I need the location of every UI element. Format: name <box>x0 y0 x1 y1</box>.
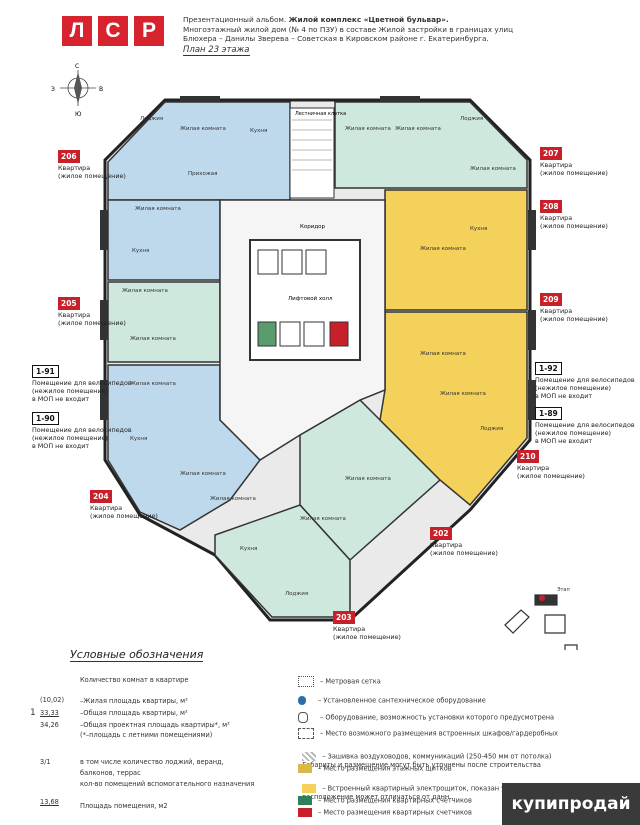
floor-plan: С З В Ю Лифтовой холл <box>51 63 578 650</box>
legend-rooms-count: Количество комнат в квартире <box>80 676 189 684</box>
unit-tag-205[interactable]: 205 Квартира (жилое помещение) <box>58 297 126 327</box>
legend-ratio-1: в том числе количество лоджий, веранд, <box>80 758 224 766</box>
logo-letter: С <box>98 16 128 46</box>
room-label: Жилая комната <box>440 391 486 397</box>
stairs-label: Лестничная клетка <box>295 111 346 117</box>
panel-icon <box>298 764 312 773</box>
logo-letter: Р <box>134 16 164 46</box>
legend-example-rooms: 1 <box>30 708 36 718</box>
room-label: Прихожая <box>188 171 217 177</box>
legend-ratio-2: балконов, террас <box>80 769 141 777</box>
unit-tag-203[interactable]: 203 Квартира (жилое помещение) <box>333 611 401 641</box>
electric-panel-icon <box>302 784 317 793</box>
room-label: Кухня <box>250 128 267 134</box>
key-plan-label: Этап <box>557 587 570 593</box>
room-label: Жилая комната <box>180 126 226 132</box>
watermark: купипродай <box>502 783 640 825</box>
zone-blue <box>107 101 291 531</box>
compass-icon: С З В Ю <box>51 63 103 118</box>
legend-total-area: –Общая площадь квартиры, м² <box>80 709 188 717</box>
wardrobe-icon <box>298 728 314 739</box>
legend-example-v3: 34,26 <box>40 721 59 729</box>
compass-n: С <box>75 63 79 70</box>
legend-item-equipment: – Оборудование, возможность установки ко… <box>298 712 554 723</box>
legend-project-area: –Общая проектная площадь квартиры*, м² <box>80 721 230 729</box>
grid-icon <box>298 676 314 687</box>
compass-e: В <box>99 86 103 93</box>
room-label: Жилая комната <box>130 336 176 342</box>
legend-item-meters-1: – Место размещения квартирных счетчиков <box>298 796 472 805</box>
room-label: Жилая комната <box>130 381 176 387</box>
header-line-3: Блюхера – Данилы Зверева – Советская в К… <box>183 34 489 44</box>
meter-icon <box>298 796 312 805</box>
legend-living-area: –Жилая площадь квартиры, м² <box>80 697 188 705</box>
legend-item-grid: – Метровая сетка <box>298 676 381 687</box>
unit-tag-207[interactable]: 207 Квартира (жилое помещение) <box>540 147 608 177</box>
key-plan: Этап <box>504 587 578 650</box>
room-label: Жилая комната <box>420 351 466 357</box>
room-label: Лоджия <box>460 116 483 122</box>
core: Лифтовой холл Лестничная клетка Коридор <box>219 107 386 461</box>
legend-example-ratio: 3/1 <box>40 758 51 766</box>
room-label: Лоджия <box>140 116 163 122</box>
room-label: Кухня <box>240 546 257 552</box>
meter-icon <box>298 808 312 817</box>
corridor-label: Коридор <box>300 224 326 230</box>
header-line-1: Презентационный альбом. Жилой комплекс «… <box>183 15 449 24</box>
legend-item-floor-panels: – Место размещения этажных щитков <box>298 764 452 773</box>
compass-s: Ю <box>75 111 82 118</box>
room-label: Жилая комната <box>345 476 391 482</box>
legend-ratio-3: кол-во помещений вспомогательного назнач… <box>80 780 255 788</box>
room-label: Жилая комната <box>135 206 181 212</box>
lift-hall-label: Лифтовой холл <box>288 295 333 302</box>
room-label: Лоджия <box>480 426 503 432</box>
unit-tag-204[interactable]: 204 Квартира (жилое помещение) <box>90 490 158 520</box>
bike-room-1-91[interactable]: 1-91 Помещение для велосипедов (нежилое … <box>32 365 132 403</box>
room-label: Жилая комната <box>470 166 516 172</box>
washer-icon <box>298 712 308 723</box>
toilet-icon <box>298 696 306 705</box>
duct-icon <box>302 752 317 761</box>
room-label: Кухня <box>132 248 149 254</box>
plan-title: План 23 этажа <box>183 44 250 57</box>
room-label: Жилая комната <box>345 126 391 132</box>
room-label: Жилая комната <box>210 496 256 502</box>
room-label: Жилая комната <box>300 516 346 522</box>
legend-item-meters-2: – Место размещения квартирных счетчиков <box>298 808 472 817</box>
lsr-logo: Л С Р <box>62 16 164 46</box>
room-label: Жилая комната <box>420 246 466 252</box>
room-label: Жилая комната <box>180 471 226 477</box>
bike-room-1-90[interactable]: 1-90 Помещение для велосипедов (нежилое … <box>32 412 132 450</box>
unit-tag-202[interactable]: 202 Квартира (жилое помещение) <box>430 527 498 557</box>
unit-tag-210[interactable]: 210 Квартира (жилое помещение) <box>517 450 585 480</box>
zone-yellow <box>379 189 528 507</box>
legend-room-area: Площадь помещения, м2 <box>80 802 168 810</box>
legend-item-wardrobe: – Место возможного размещения встроенных… <box>298 728 558 739</box>
unit-tag-208[interactable]: 208 Квартира (жилое помещение) <box>540 200 608 230</box>
header-line-2: Многоэтажный жилой дом (№ 4 по ПЗУ) в со… <box>183 24 514 34</box>
room-label: Кухня <box>470 226 487 232</box>
bike-room-1-89[interactable]: 1-89 Помещение для велосипедов (нежилое … <box>535 407 635 445</box>
bike-room-1-92[interactable]: 1-92 Помещение для велосипедов (нежилое … <box>535 362 635 400</box>
room-label: Жилая комната <box>122 288 168 294</box>
compass-w: З <box>51 86 55 93</box>
room-label: Жилая комната <box>395 126 441 132</box>
zone-green <box>107 101 528 618</box>
room-label: Лоджия <box>285 591 308 597</box>
window-marks <box>100 96 536 420</box>
unit-tag-206[interactable]: 206 Квартира (жилое помещение) <box>58 150 126 180</box>
legend-item-ducts: – Зашивка воздуховодов, коммуникаций (25… <box>302 752 552 769</box>
logo-letter: Л <box>62 16 92 46</box>
legend-example-area: 13,68 <box>40 798 59 806</box>
room-label: Кухня <box>130 436 147 442</box>
document-header: Презентационный альбом. Жилой комплекс «… <box>183 15 623 57</box>
legend-item-plumbing: – Установленное сантехническое оборудова… <box>298 696 486 705</box>
legend-title: Условные обозначения <box>70 648 204 662</box>
legend-example-v2: 33,33 <box>40 709 59 717</box>
unit-tag-209[interactable]: 209 Квартира (жилое помещение) <box>540 293 608 323</box>
legend-project-note: (*–площадь с летними помещениями) <box>80 731 213 739</box>
legend-example-v1: (10,02) <box>40 696 65 704</box>
